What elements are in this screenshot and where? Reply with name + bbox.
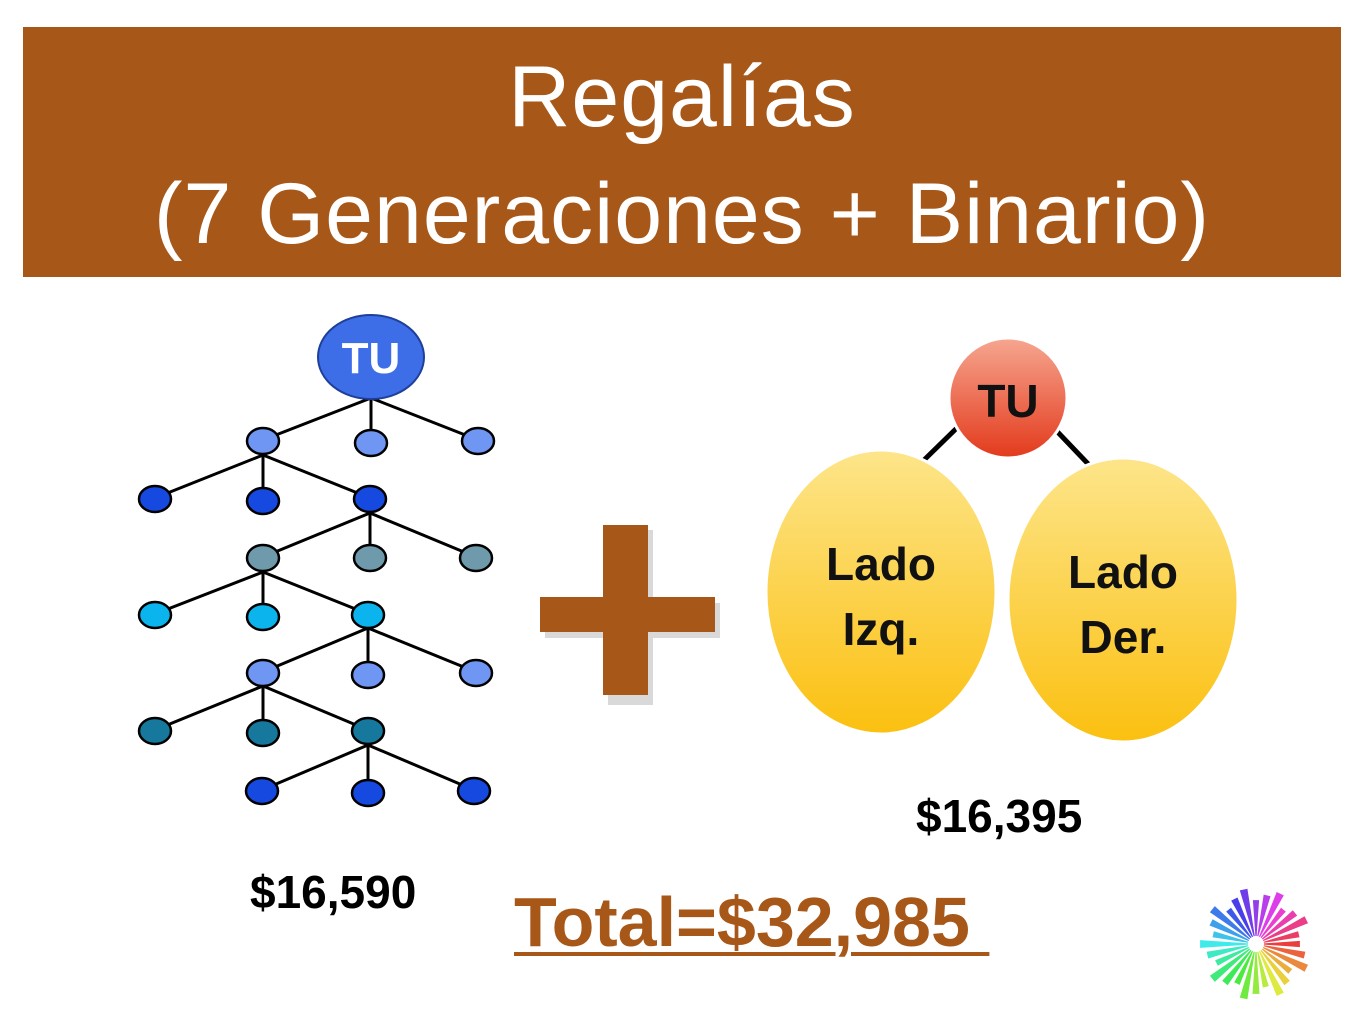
tree-node [137,600,173,630]
logo-ray [1206,945,1249,959]
logo-ray [1215,947,1250,966]
title-line-1: Regalías [508,49,856,145]
title-banner: Regalías (7 Generaciones + Binario) [23,27,1341,277]
logo-ray [1260,949,1290,986]
logo-ray [1222,949,1252,986]
plus-sign-icon [540,525,720,705]
title-line-2: (7 Generaciones + Binario) [153,166,1211,262]
logo-ray [1261,910,1298,940]
total-amount: Total=$32,985 [514,883,990,961]
tree-node [137,484,173,514]
generations-amount: $16,590 [250,866,417,918]
logo-ray [1209,906,1251,940]
logo-ray [1259,950,1284,996]
tree-node [245,658,281,688]
binary-amount: $16,395 [916,790,1083,842]
tree-node [352,543,388,573]
right-leg-label-2: Der. [1080,611,1167,663]
logo-ray [1257,894,1271,937]
binary-root-label: TU [977,375,1038,427]
tree-node [137,716,173,746]
logo-ray [1231,897,1253,938]
tree-node [350,716,386,746]
logo-ray [1239,888,1255,937]
tree-node [245,486,281,516]
tree-node [245,602,281,632]
right-leg-label-1: Lado [1068,546,1178,598]
logo-ray [1259,892,1284,938]
logo-ray [1209,948,1251,982]
logo-ray [1209,919,1250,941]
logo-ray [1212,931,1249,943]
logo-ray [1257,951,1269,988]
logo-ray [1239,951,1255,1000]
tree-node [456,776,492,806]
logo-ray [1226,907,1252,939]
tree-node [460,426,496,456]
tree-node [245,426,281,456]
generation-tree-nodes [137,426,496,808]
logo-ray [1262,916,1308,941]
logo-ray [1263,945,1306,959]
left-leg-node [764,448,998,736]
logo-ray [1200,940,1248,948]
tree-node [350,778,386,808]
tree-node [458,658,494,688]
logo-ray [1252,952,1260,994]
logo-ray [1264,940,1300,948]
starburst-logo-icon [1200,888,1308,1000]
logo-ray [1234,950,1253,985]
generation-tree-connectors [154,396,479,792]
logo-ray [1261,948,1293,974]
tree-node [353,428,389,458]
tree-node [352,484,388,514]
tree-node [245,718,281,748]
logo-ray [1263,931,1300,943]
logo-ray [1262,947,1308,972]
tree-node [458,543,494,573]
generation-root-label: TU [342,334,401,383]
tree-node [350,600,386,630]
tree-node [350,660,386,690]
tree-node [245,543,281,573]
right-leg-node [1006,456,1240,744]
left-leg-label-2: Izq. [843,603,920,655]
left-leg-label-1: Lado [826,538,936,590]
binary-root-node [947,336,1069,460]
generation-root-node [317,314,425,400]
logo-ray [1252,900,1260,936]
tree-node [244,776,280,806]
logo-ray [1260,907,1286,939]
